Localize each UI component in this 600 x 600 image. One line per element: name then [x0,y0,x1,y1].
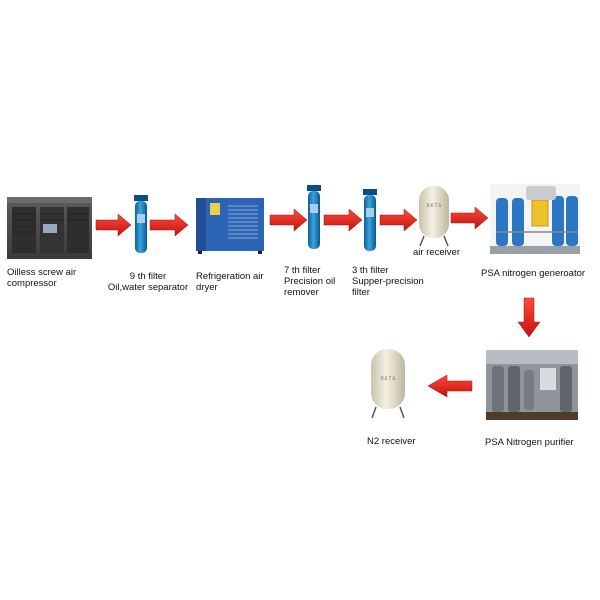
arrow-right-3 [269,208,308,232]
psa-purifier-image [486,350,578,420]
compressor-label: Oilless screw air compressor [7,267,77,289]
psa-generator-label: PSA nitrogen generoator [481,268,586,279]
arrow-right-2 [149,213,189,237]
filter-3-label: 3 th filter Supper-precision filter [352,265,424,298]
arrow-down [517,297,541,338]
filter-9-label: 9 th filter Oil,water separator [107,271,189,293]
filter-7-image [307,185,321,249]
dryer-image [196,198,264,254]
dryer-label: Refrigeration air dryer [196,271,264,293]
air-receiver-image: R E T S [419,186,449,247]
psa-generator-image [490,184,580,254]
arrow-right-5 [379,208,418,232]
psa-purifier-label: PSA Nitrogen purifier [485,437,574,448]
air-receiver-label: air receiver [413,247,460,258]
filter-3-image [363,189,377,251]
svg-text:R E T S: R E T S [427,203,442,208]
svg-text:R E T S: R E T S [381,376,396,381]
filter-9-image [134,195,148,253]
n2-receiver-label: N2 receiver [367,436,416,447]
arrow-right-1 [95,213,132,237]
compressor-image [7,197,92,259]
arrow-right-4 [323,208,363,232]
arrow-left [427,374,473,398]
arrow-right-6 [450,206,489,230]
n2-receiver-image: R E T S [371,349,405,419]
filter-7-label: 7 th filter Precision oil remover [284,265,336,298]
